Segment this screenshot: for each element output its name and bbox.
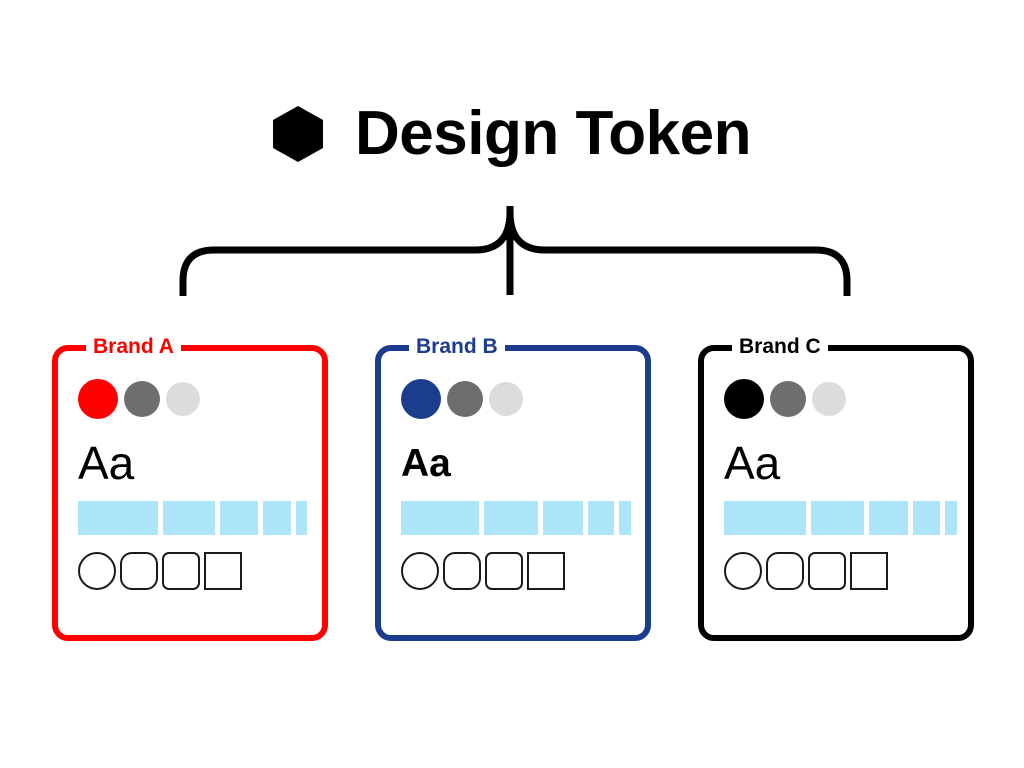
brace-right-arm xyxy=(506,211,851,296)
spacing-scale-row xyxy=(724,501,957,535)
spacing-scale-row xyxy=(401,501,633,535)
brand-card-label: Brand C xyxy=(732,336,828,357)
brand-card-label: Brand B xyxy=(409,336,505,357)
brace-connector xyxy=(179,206,851,296)
spacing-bar xyxy=(588,501,614,535)
color-swatch-row xyxy=(78,377,310,421)
spacing-bar xyxy=(945,501,957,535)
radius-shape xyxy=(527,552,565,590)
brand-card-label: Brand A xyxy=(86,336,181,357)
radius-shape xyxy=(485,552,523,590)
radius-shape xyxy=(766,552,804,590)
brace-left-arm xyxy=(179,211,514,296)
hexagon-icon xyxy=(273,106,324,162)
radius-shape xyxy=(401,552,439,590)
spacing-bar xyxy=(543,501,583,535)
brand-card[interactable]: Brand B Aa xyxy=(375,336,651,641)
spacing-bar xyxy=(811,501,864,535)
radius-shape xyxy=(162,552,200,590)
radius-scale-row xyxy=(78,551,310,591)
spacing-bar xyxy=(220,501,258,535)
brand-cards-row: Brand A Aa Brand B Aa Brand C Aa xyxy=(52,336,974,641)
typography-row: Aa xyxy=(401,435,633,491)
type-sample: Aa xyxy=(401,441,451,485)
color-swatch-primary[interactable] xyxy=(78,379,118,419)
radius-shape xyxy=(204,552,242,590)
spacing-bar xyxy=(913,501,940,535)
color-swatch-neutral[interactable] xyxy=(447,381,483,417)
radius-scale-row xyxy=(724,551,956,591)
spacing-bar xyxy=(619,501,631,535)
brand-card-body: Aa xyxy=(401,377,633,591)
spacing-bar xyxy=(724,501,806,535)
spacing-bar xyxy=(484,501,538,535)
radius-shape xyxy=(443,552,481,590)
radius-scale-row xyxy=(401,551,633,591)
brand-card[interactable]: Brand A Aa xyxy=(52,336,328,641)
radius-shape xyxy=(78,552,116,590)
color-swatch-neutral[interactable] xyxy=(124,381,160,417)
radius-shape xyxy=(808,552,846,590)
color-swatch-primary[interactable] xyxy=(724,379,764,419)
brand-card-body: Aa xyxy=(724,377,957,591)
type-sample: Aa xyxy=(78,437,135,489)
color-swatch-surface[interactable] xyxy=(166,382,200,416)
brand-card[interactable]: Brand C Aa xyxy=(698,336,974,641)
color-swatch-neutral[interactable] xyxy=(770,381,806,417)
radius-shape xyxy=(724,552,762,590)
radius-shape xyxy=(120,552,158,590)
color-swatch-surface[interactable] xyxy=(489,382,523,416)
spacing-scale-row xyxy=(78,501,310,535)
spacing-bar xyxy=(869,501,908,535)
color-swatch-row xyxy=(724,377,956,421)
color-swatch-row xyxy=(401,377,633,421)
spacing-bar xyxy=(163,501,215,535)
spacing-bar xyxy=(296,501,307,535)
radius-shape xyxy=(850,552,888,590)
page-title-block: Design Token xyxy=(0,92,1024,176)
spacing-bar xyxy=(263,501,291,535)
brand-card-body: Aa xyxy=(78,377,310,591)
spacing-bar xyxy=(78,501,158,535)
color-swatch-primary[interactable] xyxy=(401,379,441,419)
typography-row: Aa xyxy=(78,435,310,491)
page-title: Design Token xyxy=(355,99,751,168)
color-swatch-surface[interactable] xyxy=(812,382,846,416)
spacing-bar xyxy=(401,501,479,535)
typography-row: Aa xyxy=(724,435,956,491)
type-sample: Aa xyxy=(724,437,781,489)
